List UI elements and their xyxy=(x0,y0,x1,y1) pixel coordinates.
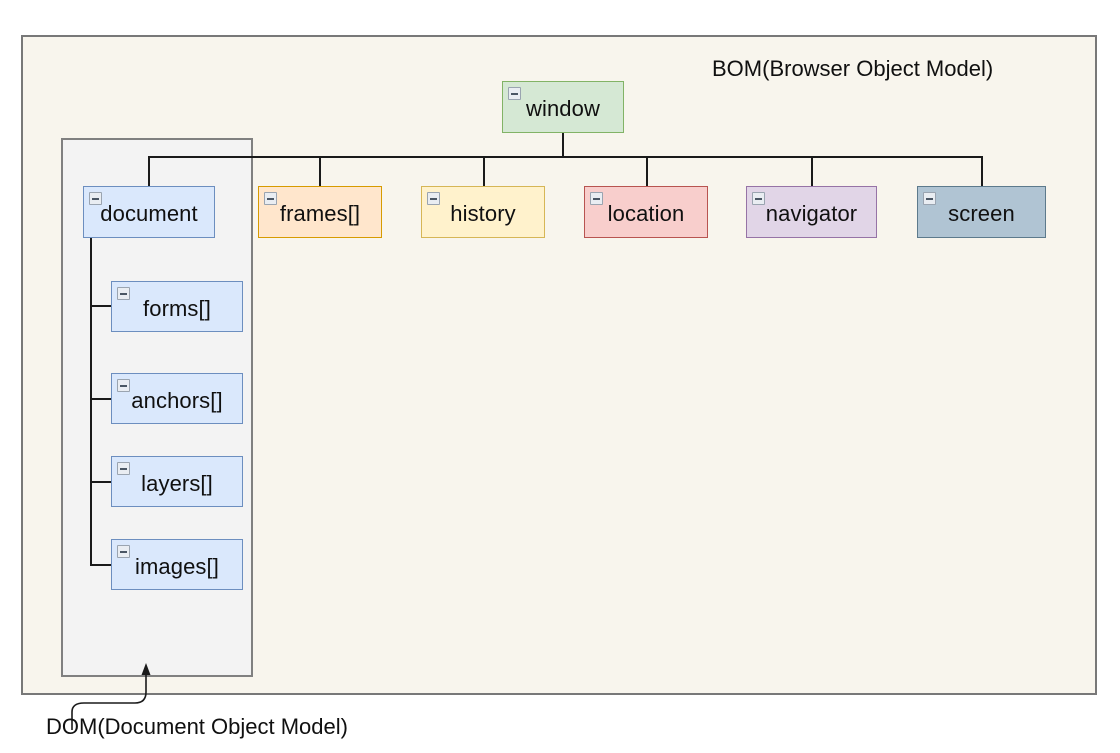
node-layers[interactable]: layers[] xyxy=(111,456,243,507)
node-images[interactable]: images[] xyxy=(111,539,243,590)
node-anchors[interactable]: anchors[] xyxy=(111,373,243,424)
dom-callout-arrow xyxy=(71,663,151,730)
node-frames[interactable]: frames[] xyxy=(258,186,382,238)
collapse-minus-icon[interactable] xyxy=(117,379,130,392)
node-label: anchors[] xyxy=(131,387,223,413)
collapse-minus-icon[interactable] xyxy=(427,192,440,205)
connector-drop-location xyxy=(646,156,648,187)
connector-stub-forms xyxy=(90,305,112,307)
node-screen[interactable]: screen xyxy=(917,186,1046,238)
collapse-minus-icon[interactable] xyxy=(590,192,603,205)
connector-drop-navigator xyxy=(811,156,813,187)
collapse-minus-icon[interactable] xyxy=(264,192,277,205)
connector-drop-document xyxy=(148,156,150,187)
connector-drop-history xyxy=(483,156,485,187)
bom-title: BOM(Browser Object Model) xyxy=(712,56,994,81)
connector-stub-anchors xyxy=(90,398,112,400)
connector-stub-images xyxy=(90,564,112,566)
node-navigator[interactable]: navigator xyxy=(746,186,877,238)
connector-document-spine xyxy=(90,237,92,565)
connector-bus-horizontal xyxy=(148,156,983,158)
collapse-minus-icon[interactable] xyxy=(117,545,130,558)
connector-stub-layers xyxy=(90,481,112,483)
node-label: history xyxy=(450,201,516,226)
node-label: navigator xyxy=(765,201,858,226)
dom-title: DOM(Document Object Model) xyxy=(46,714,348,739)
node-label: location xyxy=(607,201,685,226)
node-label: forms[] xyxy=(143,295,211,321)
collapse-minus-icon[interactable] xyxy=(117,287,130,300)
node-label: frames[] xyxy=(279,201,361,226)
node-forms[interactable]: forms[] xyxy=(111,281,243,332)
collapse-minus-icon[interactable] xyxy=(89,192,102,205)
connector-drop-frames xyxy=(319,156,321,187)
node-label: layers[] xyxy=(141,470,213,496)
connector-window-down xyxy=(562,133,564,157)
node-history[interactable]: history xyxy=(421,186,545,238)
collapse-minus-icon[interactable] xyxy=(508,87,521,100)
collapse-minus-icon[interactable] xyxy=(752,192,765,205)
node-label: images[] xyxy=(135,553,219,579)
node-window[interactable]: window xyxy=(502,81,624,133)
connector-drop-screen xyxy=(981,156,983,187)
collapse-minus-icon[interactable] xyxy=(117,462,130,475)
collapse-minus-icon[interactable] xyxy=(923,192,936,205)
node-document[interactable]: document xyxy=(83,186,215,238)
node-label: window xyxy=(526,96,600,121)
node-label: document xyxy=(100,201,198,226)
node-location[interactable]: location xyxy=(584,186,708,238)
node-label: screen xyxy=(948,201,1015,226)
